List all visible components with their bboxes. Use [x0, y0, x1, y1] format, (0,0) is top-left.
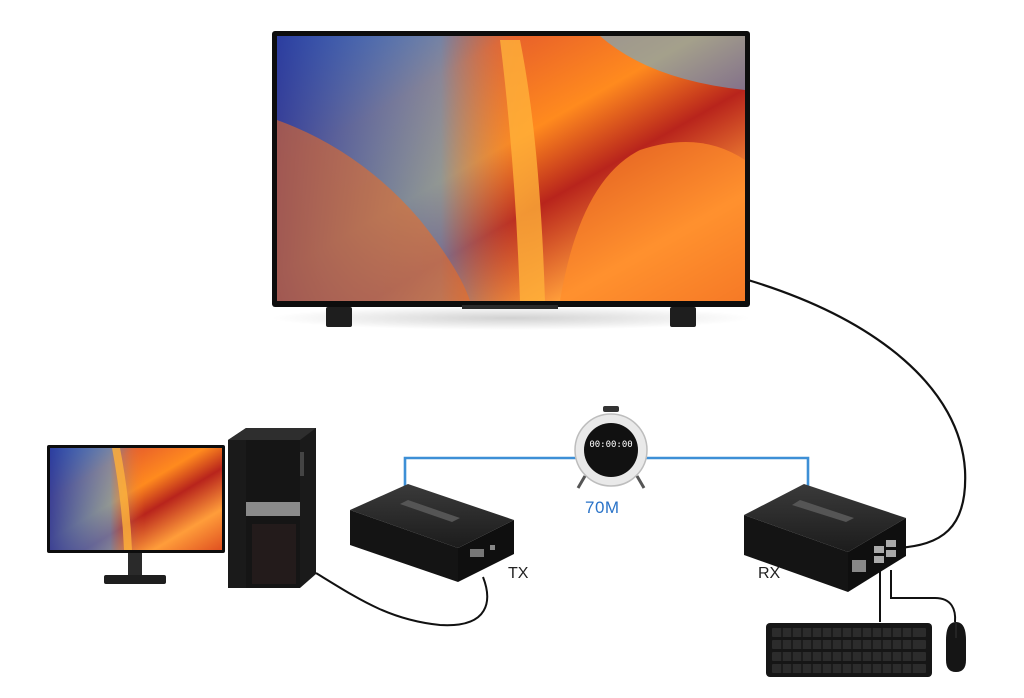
- tv-foot-right: [670, 307, 696, 327]
- network-cable: [403, 456, 810, 490]
- hdmi-cable-pc-to-tx: [315, 572, 489, 627]
- tv: [271, 31, 751, 330]
- hdmi-cable-tv-to-rx: [747, 278, 967, 550]
- timer-readout: 00:00:00: [589, 440, 633, 450]
- rj45-port: [852, 560, 866, 572]
- cables: [315, 278, 967, 627]
- usb-cable-mouse: [890, 570, 957, 623]
- transmitter-box: [350, 484, 514, 582]
- rx-label: RX: [758, 565, 781, 582]
- tx-label: TX: [508, 565, 529, 582]
- distance-label: 70M: [585, 498, 620, 517]
- receiver-box: [744, 484, 906, 592]
- tv-foot-left: [326, 307, 352, 327]
- timer-clock: [574, 406, 648, 489]
- mouse: [946, 622, 966, 672]
- pc-monitor: [47, 445, 225, 584]
- pc-tower: [228, 428, 316, 588]
- keyboard: [766, 623, 932, 677]
